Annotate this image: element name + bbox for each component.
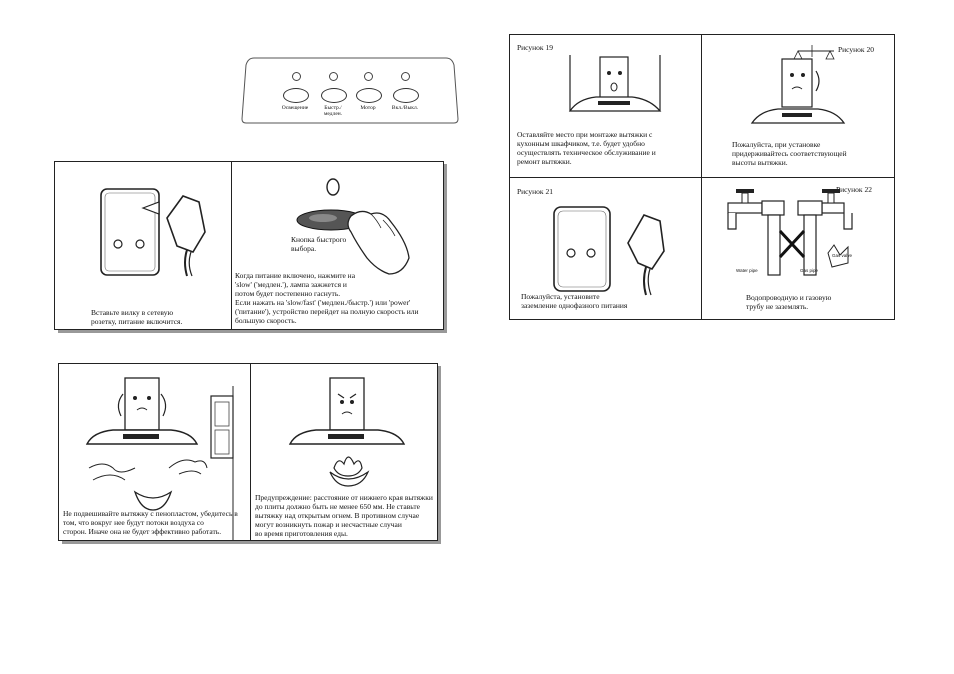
fig22-illustration xyxy=(727,189,853,276)
fig20-caption: Пожалуйста, при установке придерживайтес… xyxy=(732,140,847,167)
indicator-light-3 xyxy=(364,72,373,81)
fig22-water-pipe-label: Water pipe xyxy=(736,268,758,273)
fig21-title: Рисунок 21 xyxy=(517,187,553,196)
speed-button-label: Быстр./ медлен. xyxy=(323,105,343,117)
indicator-light-1 xyxy=(292,72,301,81)
quick-select-button-illustration xyxy=(296,178,410,275)
power-button[interactable] xyxy=(393,88,419,103)
fig21-caption: Пожалуйста, установите заземление однофа… xyxy=(521,292,628,310)
motor-button-label: Мотор xyxy=(360,105,376,111)
hood-flame-warning-illustration xyxy=(288,377,406,487)
panel-b-left-caption: Не подвешивайте вытяжку с пенопластом, у… xyxy=(63,509,238,536)
fig22-gas-valve-label: Gas valve xyxy=(832,253,853,258)
fig19-title: Рисунок 19 xyxy=(517,43,553,52)
power-button-label: Вкл./Выкл. xyxy=(391,105,419,111)
panel-b: Не подвешивайте вытяжку с пенопластом, у… xyxy=(58,363,438,541)
panel-b-divider xyxy=(250,364,251,540)
figures-hdivider xyxy=(510,177,894,178)
fig22-gas-pipe-label: Gas pipe xyxy=(800,268,819,273)
hood-foam-warning-illustration xyxy=(85,377,234,540)
panel-a-right-caption: Когда питание включено, нажмите на 'slow… xyxy=(235,271,419,325)
light-button-label: Освещение xyxy=(281,105,309,111)
fig21-illustration xyxy=(553,206,665,296)
panel-a-divider xyxy=(231,162,232,329)
control-panel: Освещение Быстр./ медлен. Мотор Вкл./Вык… xyxy=(240,55,460,127)
panel-a-left-caption: Вставьте вилку в сетевую розетку, питани… xyxy=(91,308,183,326)
quick-select-label: Кнопка быстрого выбора. xyxy=(291,235,347,253)
figures-panel: Рисунок 19 Оставляйте место при монтаже … xyxy=(509,34,895,320)
indicator-light-2 xyxy=(329,72,338,81)
fig19-illustration xyxy=(568,55,662,112)
motor-button[interactable] xyxy=(356,88,382,103)
panel-b-shadow-bottom xyxy=(62,541,441,544)
indicator-light-4 xyxy=(401,72,410,81)
panel-b-shadow xyxy=(438,366,441,544)
fig22-title: Рисунок 22 xyxy=(836,185,872,194)
wall-socket-illustration xyxy=(100,188,206,277)
panel-a: Вставьте вилку в сетевую розетку, питани… xyxy=(54,161,444,330)
light-button[interactable] xyxy=(283,88,309,103)
fig19-caption: Оставляйте место при монтаже вытяжки с к… xyxy=(517,130,656,166)
speed-button[interactable] xyxy=(321,88,347,103)
panel-a-shadow-bottom xyxy=(58,330,447,333)
fig22-caption: Водопроводную и газовую трубу не заземля… xyxy=(746,293,832,311)
panel-b-right-caption: Предупреждение: расстояние от нижнего кр… xyxy=(255,493,433,538)
fig20-illustration xyxy=(750,45,846,124)
panel-a-shadow xyxy=(444,164,447,333)
fig20-title: Рисунок 20 xyxy=(838,45,874,54)
